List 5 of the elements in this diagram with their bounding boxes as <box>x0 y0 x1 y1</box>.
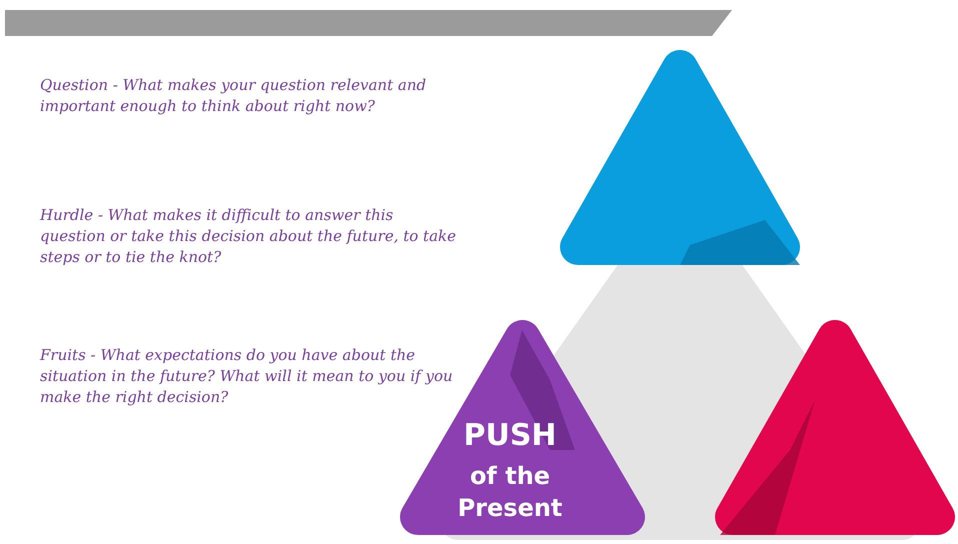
prompt-paragraph: Question - What makes your question relevant and important enough to think about right now? <box>40 75 428 117</box>
subheading-text: of the Present <box>456 461 564 524</box>
heading-text: PUSH <box>462 420 558 452</box>
prompt-paragraph: Fruits - What expectations do you have about the situation in the future? What will it mean to you if you make the right decision? <box>40 345 454 408</box>
prompt-paragraph: Hurdle - What makes it difficult to answer this question or take this decision about the future, to take steps or to tie the knot? <box>40 205 457 268</box>
